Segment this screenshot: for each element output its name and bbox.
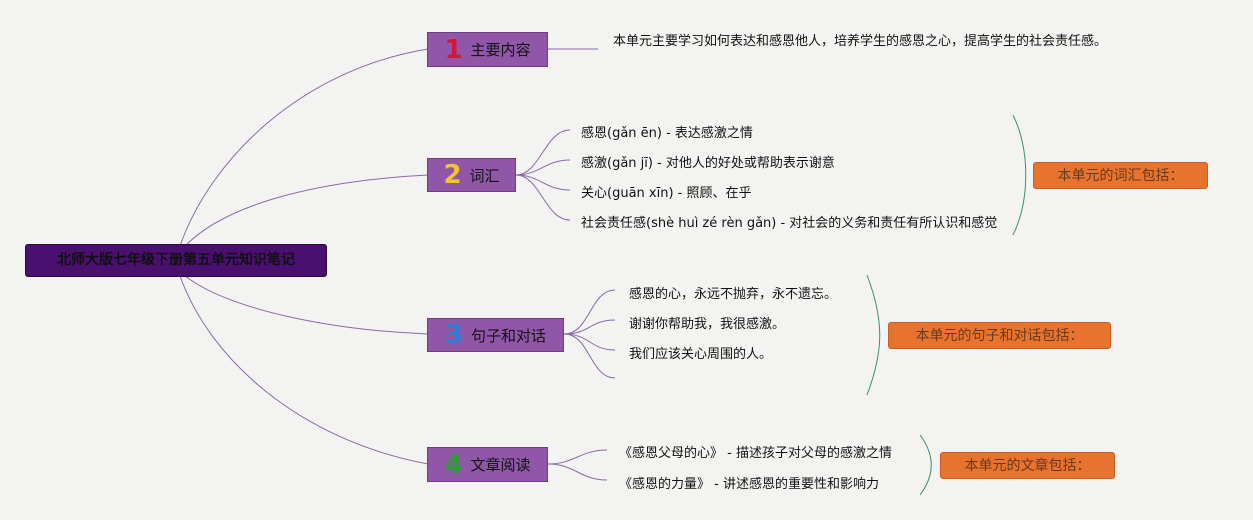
connector-root-branch-2 xyxy=(184,174,429,247)
connector-sentence-item-3 xyxy=(563,333,616,351)
vocab-item[interactable]: 社会责任感(shè huì zé rèn gǎn) - 对社会的义务和责任有所认… xyxy=(581,216,998,231)
connector-sentence-item-4 xyxy=(563,333,616,379)
reading-item[interactable]: 《感恩父母的心》 - 描述孩子对父母的感激之情 xyxy=(619,446,892,461)
connector-sentence-item-2 xyxy=(563,319,616,335)
root-node[interactable]: 北师大版七年级下册第五单元知识笔记 xyxy=(25,244,327,277)
reading-summary[interactable]: 本单元的文章包括： xyxy=(940,452,1115,479)
branch-vocabulary[interactable]: 2 词汇 xyxy=(427,158,516,192)
vocab-item[interactable]: 感激(gǎn jī) - 对他人的好处或帮助表示谢意 xyxy=(581,156,835,171)
connector-root-branch-1 xyxy=(179,48,429,247)
branch-main-content[interactable]: 1 主要内容 xyxy=(427,32,548,67)
connector-root-branch-3 xyxy=(184,275,429,335)
summary-brackets xyxy=(866,114,1027,496)
bracket-reading xyxy=(919,434,932,496)
vocab-item[interactable]: 关心(guān xīn) - 照顾、在乎 xyxy=(581,186,752,201)
number-4-icon: 4 xyxy=(444,449,463,480)
connector-lines xyxy=(179,48,616,481)
sentence-item[interactable]: 我们应该关心周围的人。 xyxy=(629,347,773,362)
connector-vocab-item-1 xyxy=(515,129,571,176)
branch-article-reading[interactable]: 4 文章阅读 xyxy=(427,447,548,482)
connector-vocab-item-3 xyxy=(515,174,571,191)
main-content-description: 本单元主要学习如何表达和感恩他人，培养学生的感恩之心，提高学生的社会责任感。 xyxy=(613,34,1108,49)
connector-reading-item-2 xyxy=(547,463,608,481)
branch-label: 句子和对话 xyxy=(471,326,547,345)
sentence-item[interactable]: 谢谢你帮助我，我很感激。 xyxy=(629,317,786,332)
connector-vocab-item-2 xyxy=(515,159,571,176)
connector-root-branch-4 xyxy=(179,275,429,465)
connector-vocab-item-4 xyxy=(515,174,571,221)
sentences-summary[interactable]: 本单元的句子和对话包括： xyxy=(888,322,1111,349)
branch-label: 主要内容 xyxy=(470,41,531,59)
vocab-item[interactable]: 感恩(gǎn ēn) - 表达感激之情 xyxy=(581,126,753,141)
number-3-icon: 3 xyxy=(444,320,464,350)
sentence-item[interactable]: 感恩的心，永远不抛弃，永不遗忘。 xyxy=(629,287,838,302)
bracket-sentences xyxy=(866,274,881,396)
reading-item[interactable]: 《感恩的力量》 - 讲述感恩的重要性和影响力 xyxy=(619,477,879,492)
branch-sentences-dialogues[interactable]: 3 句子和对话 xyxy=(427,318,564,352)
bracket-vocab xyxy=(1012,114,1027,236)
vocab-summary[interactable]: 本单元的词汇包括： xyxy=(1033,162,1208,189)
number-2-icon: 2 xyxy=(443,160,462,190)
connector-sentence-item-1 xyxy=(563,289,616,335)
branch-label: 文章阅读 xyxy=(470,456,531,474)
number-1-icon: 1 xyxy=(444,34,463,65)
branch-label: 词汇 xyxy=(469,166,500,185)
connector-reading-item-1 xyxy=(547,449,608,465)
